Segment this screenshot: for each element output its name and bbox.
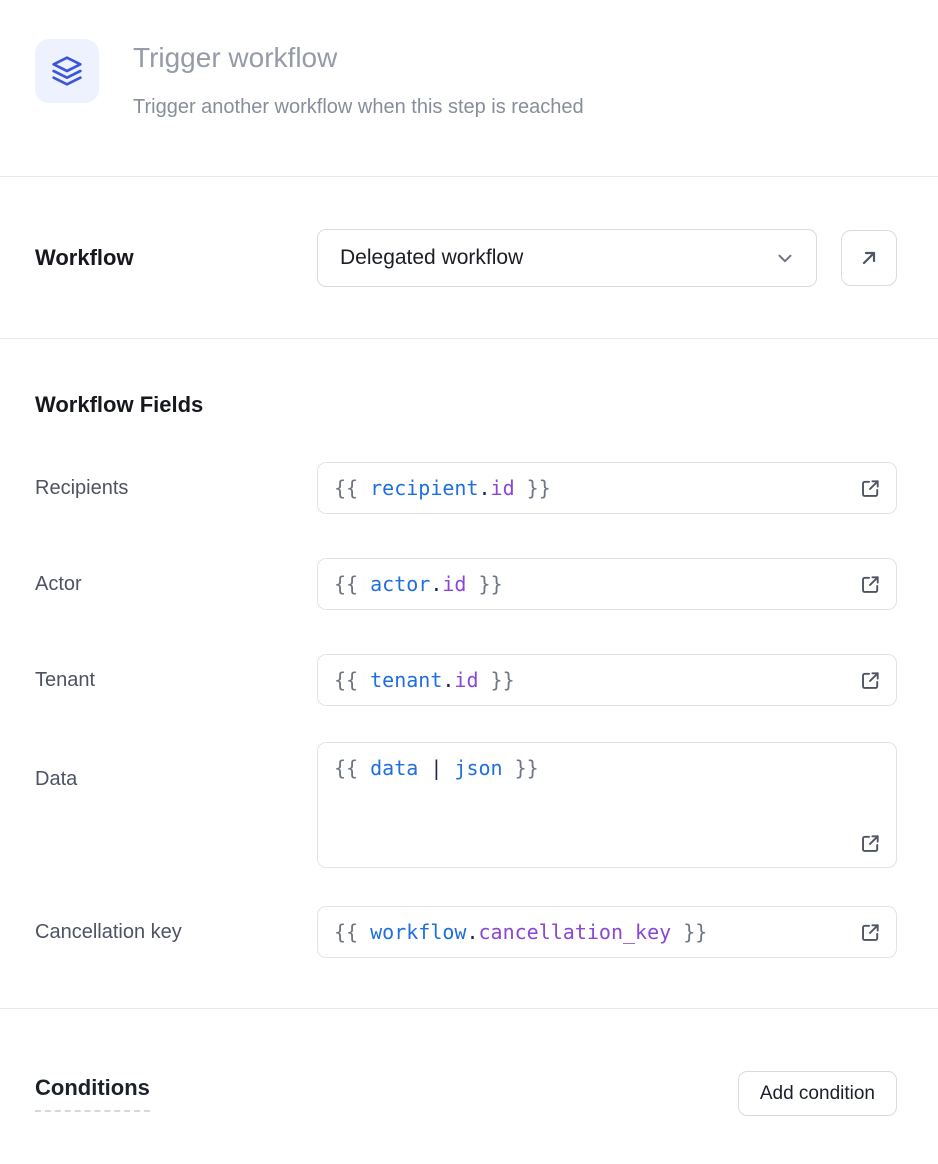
workflow-select-row: Workflow Delegated workflow — [0, 177, 938, 338]
external-link-icon[interactable] — [859, 477, 882, 500]
workflow-select-value: Delegated workflow — [340, 246, 524, 269]
field-label: Cancellation key — [35, 920, 182, 943]
step-header: Trigger workflow Trigger another workflo… — [0, 0, 938, 176]
field-label: Actor — [35, 572, 82, 595]
template-expression: {{ tenant.id }} — [334, 668, 515, 692]
field-row-recipients: Recipients {{ recipient.id }} — [35, 462, 897, 514]
workflow-fields-heading: Workflow Fields — [35, 392, 204, 417]
field-row-cancellation-key: Cancellation key {{ workflow.cancellatio… — [35, 906, 897, 958]
field-row-actor: Actor {{ actor.id }} — [35, 558, 897, 610]
chevron-down-icon — [774, 247, 796, 269]
divider — [0, 1008, 938, 1009]
field-label: Recipients — [35, 476, 129, 499]
data-input[interactable]: {{ data | json }} — [317, 742, 897, 868]
page-subtitle: Trigger another workflow when this step … — [133, 96, 584, 119]
field-label: Data — [35, 768, 78, 790]
tenant-input[interactable]: {{ tenant.id }} — [317, 654, 897, 706]
workflow-select[interactable]: Delegated workflow — [317, 229, 817, 287]
open-workflow-button[interactable] — [841, 230, 897, 286]
actor-input[interactable]: {{ actor.id }} — [317, 558, 897, 610]
external-link-icon[interactable] — [859, 669, 882, 692]
conditions-heading: Conditions — [35, 1075, 150, 1112]
template-expression: {{ recipient.id }} — [334, 476, 551, 500]
add-condition-button[interactable]: Add condition — [737, 1071, 897, 1116]
workflow-fields-section: Workflow Fields Recipients {{ recipient.… — [0, 339, 938, 1008]
recipients-input[interactable]: {{ recipient.id }} — [317, 462, 897, 514]
page-title: Trigger workflow — [133, 42, 338, 73]
cancellation-key-input[interactable]: {{ workflow.cancellation_key }} — [317, 906, 897, 958]
external-link-icon[interactable] — [859, 921, 882, 944]
step-icon-badge — [35, 39, 99, 103]
divider — [0, 176, 938, 177]
conditions-section: Conditions Add condition — [0, 1009, 938, 1116]
layers-icon — [51, 55, 83, 87]
template-expression: {{ actor.id }} — [334, 572, 503, 596]
external-link-icon[interactable] — [859, 832, 882, 855]
arrow-up-right-icon — [857, 246, 881, 270]
external-link-icon[interactable] — [859, 573, 882, 596]
field-label: Tenant — [35, 668, 96, 691]
template-expression: {{ workflow.cancellation_key }} — [334, 920, 708, 944]
divider — [0, 338, 938, 339]
field-row-tenant: Tenant {{ tenant.id }} — [35, 654, 897, 706]
workflow-label: Workflow — [35, 245, 134, 270]
template-expression: {{ data | json }} — [334, 756, 539, 780]
field-row-data: Data {{ data | json }} — [35, 742, 897, 868]
